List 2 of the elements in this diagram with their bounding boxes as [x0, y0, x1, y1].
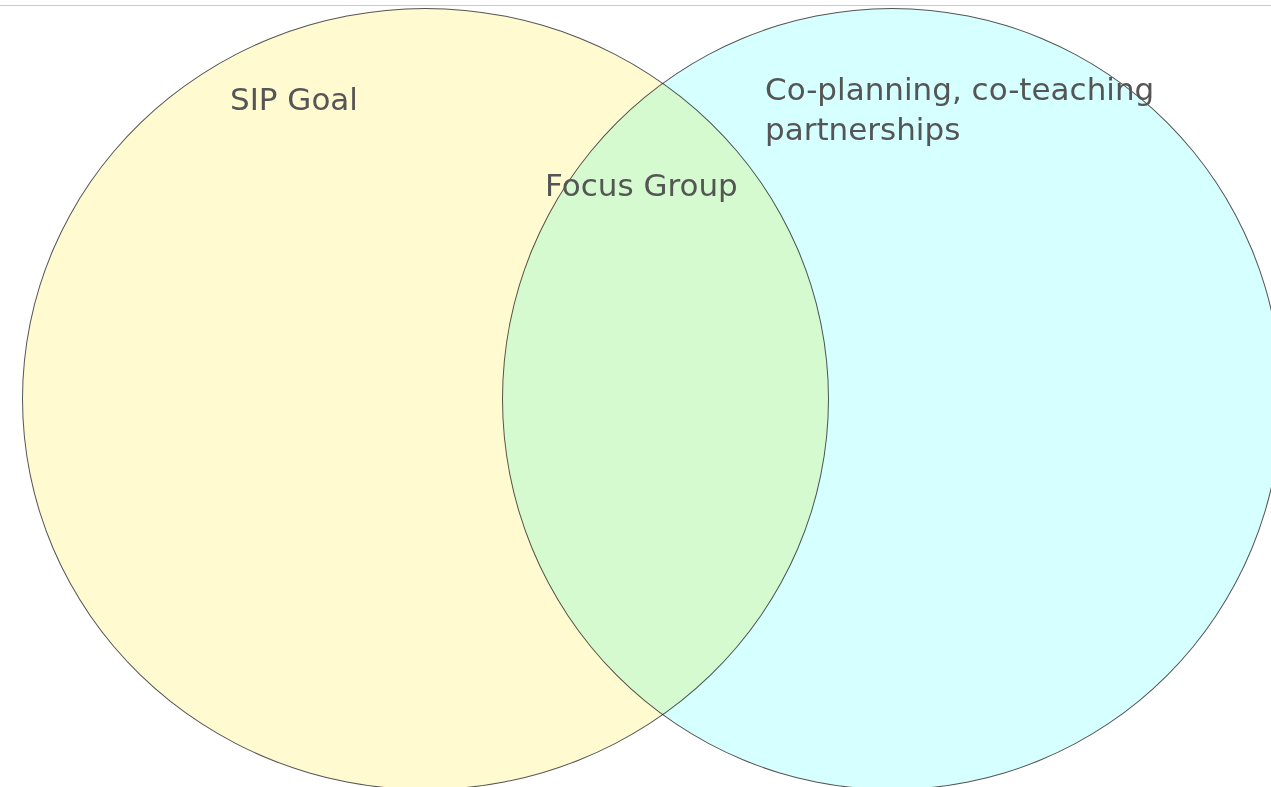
- set-label: SIP Goal: [230, 80, 359, 119]
- venn-circle: [502, 8, 1271, 787]
